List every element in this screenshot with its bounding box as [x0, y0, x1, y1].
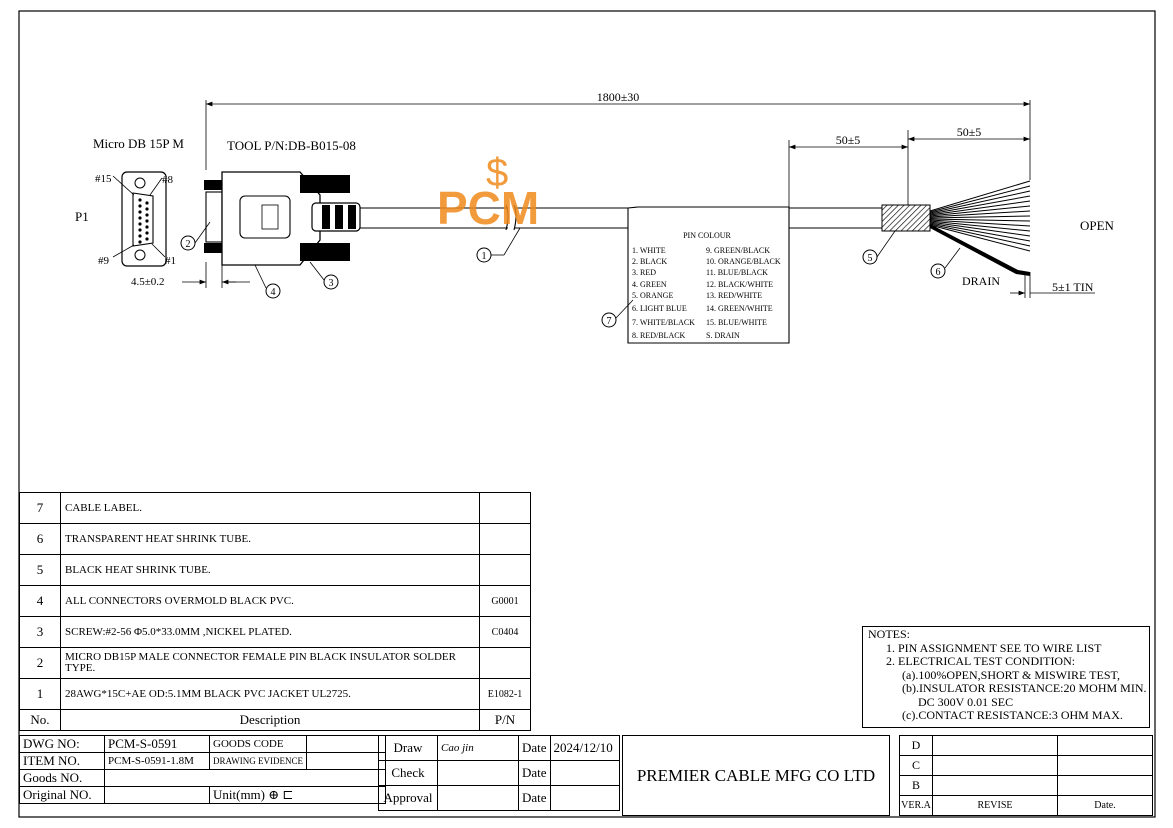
connector-shell: [121, 171, 167, 267]
drain-wire: [930, 224, 1030, 276]
label-left-column: 1. WHITE 2. BLACK 3. RED 4. GREEN 5. ORA…: [632, 246, 695, 340]
svg-text:15. BLUE/WHITE: 15. BLUE/WHITE: [706, 318, 767, 327]
wire-fanout: [929, 180, 1031, 252]
pin-array: [138, 198, 149, 244]
svg-text:$: $: [486, 151, 508, 195]
length-dimension: 1800±30: [597, 90, 640, 104]
notes-title: NOTES:: [868, 627, 910, 641]
notes-box: NOTES: 1. PIN ASSIGNMENT SEE TO WIRE LIS…: [862, 626, 1150, 728]
dim-4-5: 4.5±0.2: [131, 276, 165, 288]
svg-text:10. ORANGE/BLACK: 10. ORANGE/BLACK: [706, 257, 781, 266]
pin-8-label: #8: [162, 174, 174, 186]
draw-date: 2024/12/10: [549, 735, 620, 761]
svg-text:1: 1: [482, 251, 487, 262]
balloon-4: 4: [254, 264, 281, 299]
svg-text:1. WHITE: 1. WHITE: [632, 246, 666, 255]
pin-9-label: #9: [98, 255, 110, 267]
svg-text:3. RED: 3. RED: [632, 268, 656, 277]
svg-text:7: 7: [607, 316, 612, 327]
pin-1-label: #1: [165, 255, 176, 267]
tool-pn: TOOL P/N:DB-B015-08: [227, 138, 356, 153]
svg-text:S. DRAIN: S. DRAIN: [706, 331, 740, 340]
connector-side-view: [204, 171, 361, 266]
svg-text:8. RED/BLACK: 8. RED/BLACK: [632, 331, 686, 340]
label-right-column: 9. GREEN/BLACK 10. ORANGE/BLACK 11. BLUE…: [706, 246, 781, 340]
svg-text:5: 5: [868, 253, 873, 264]
approval-block: Draw Cao jin Date 2024/12/10 Check Date …: [378, 735, 620, 811]
tin-label: 5±1 TIN: [1052, 280, 1094, 294]
svg-text:13. RED/WHITE: 13. RED/WHITE: [706, 291, 762, 300]
label-header: PIN COLOUR: [683, 231, 731, 240]
balloon-2: 2: [180, 221, 211, 251]
sheet-border: [18, 10, 1156, 818]
svg-text:6. LIGHT BLUE: 6. LIGHT BLUE: [632, 304, 687, 313]
p1-label: P1: [75, 209, 89, 224]
item-no: PCM-S-0591-1.8M: [104, 752, 210, 770]
svg-text:3: 3: [329, 278, 334, 289]
draw-signature: Cao jin: [437, 735, 519, 761]
svg-text:PCM: PCM: [437, 182, 539, 234]
svg-text:11. BLUE/BLACK: 11. BLUE/BLACK: [706, 268, 768, 277]
svg-text:5. ORANGE: 5. ORANGE: [632, 291, 673, 300]
svg-text:2. BLACK: 2. BLACK: [632, 257, 667, 266]
dim-50-b: 50±5: [957, 125, 982, 139]
balloon-6: 6: [930, 247, 961, 279]
balloon-1: 1: [476, 227, 521, 263]
dim-50-a: 50±5: [836, 133, 861, 147]
svg-text:9. GREEN/BLACK: 9. GREEN/BLACK: [706, 246, 770, 255]
open-label: OPEN: [1080, 218, 1115, 233]
cable-label-box: [627, 206, 790, 344]
pcm-watermark-logo: PCM $: [437, 151, 539, 234]
drain-label: DRAIN: [962, 274, 1000, 288]
title-block-info: DWG NO: PCM-S-0591 GOODS CODE ITEM NO. P…: [19, 735, 387, 804]
connector-label: Micro DB 15P M: [93, 136, 184, 151]
black-heat-shrink: [881, 204, 931, 232]
pin-15-label: #15: [95, 173, 112, 185]
balloon-7: 7: [601, 299, 634, 328]
svg-text:7. WHITE/BLACK: 7. WHITE/BLACK: [632, 318, 695, 327]
svg-text:14. GREEN/WHITE: 14. GREEN/WHITE: [706, 304, 773, 313]
svg-text:2: 2: [186, 239, 191, 250]
balloon-5: 5: [862, 230, 896, 265]
projection-symbol-icon: ⊕ ⊏: [268, 787, 294, 802]
svg-text:6: 6: [936, 267, 941, 278]
company-name: PREMIER CABLE MFG CO LTD: [622, 735, 890, 816]
dwg-no: PCM-S-0591: [104, 735, 210, 753]
balloon-3: 3: [309, 261, 339, 290]
svg-text:4. GREEN: 4. GREEN: [632, 280, 667, 289]
svg-text:12. BLACK/WHITE: 12. BLACK/WHITE: [706, 280, 773, 289]
svg-text:4: 4: [271, 287, 276, 298]
